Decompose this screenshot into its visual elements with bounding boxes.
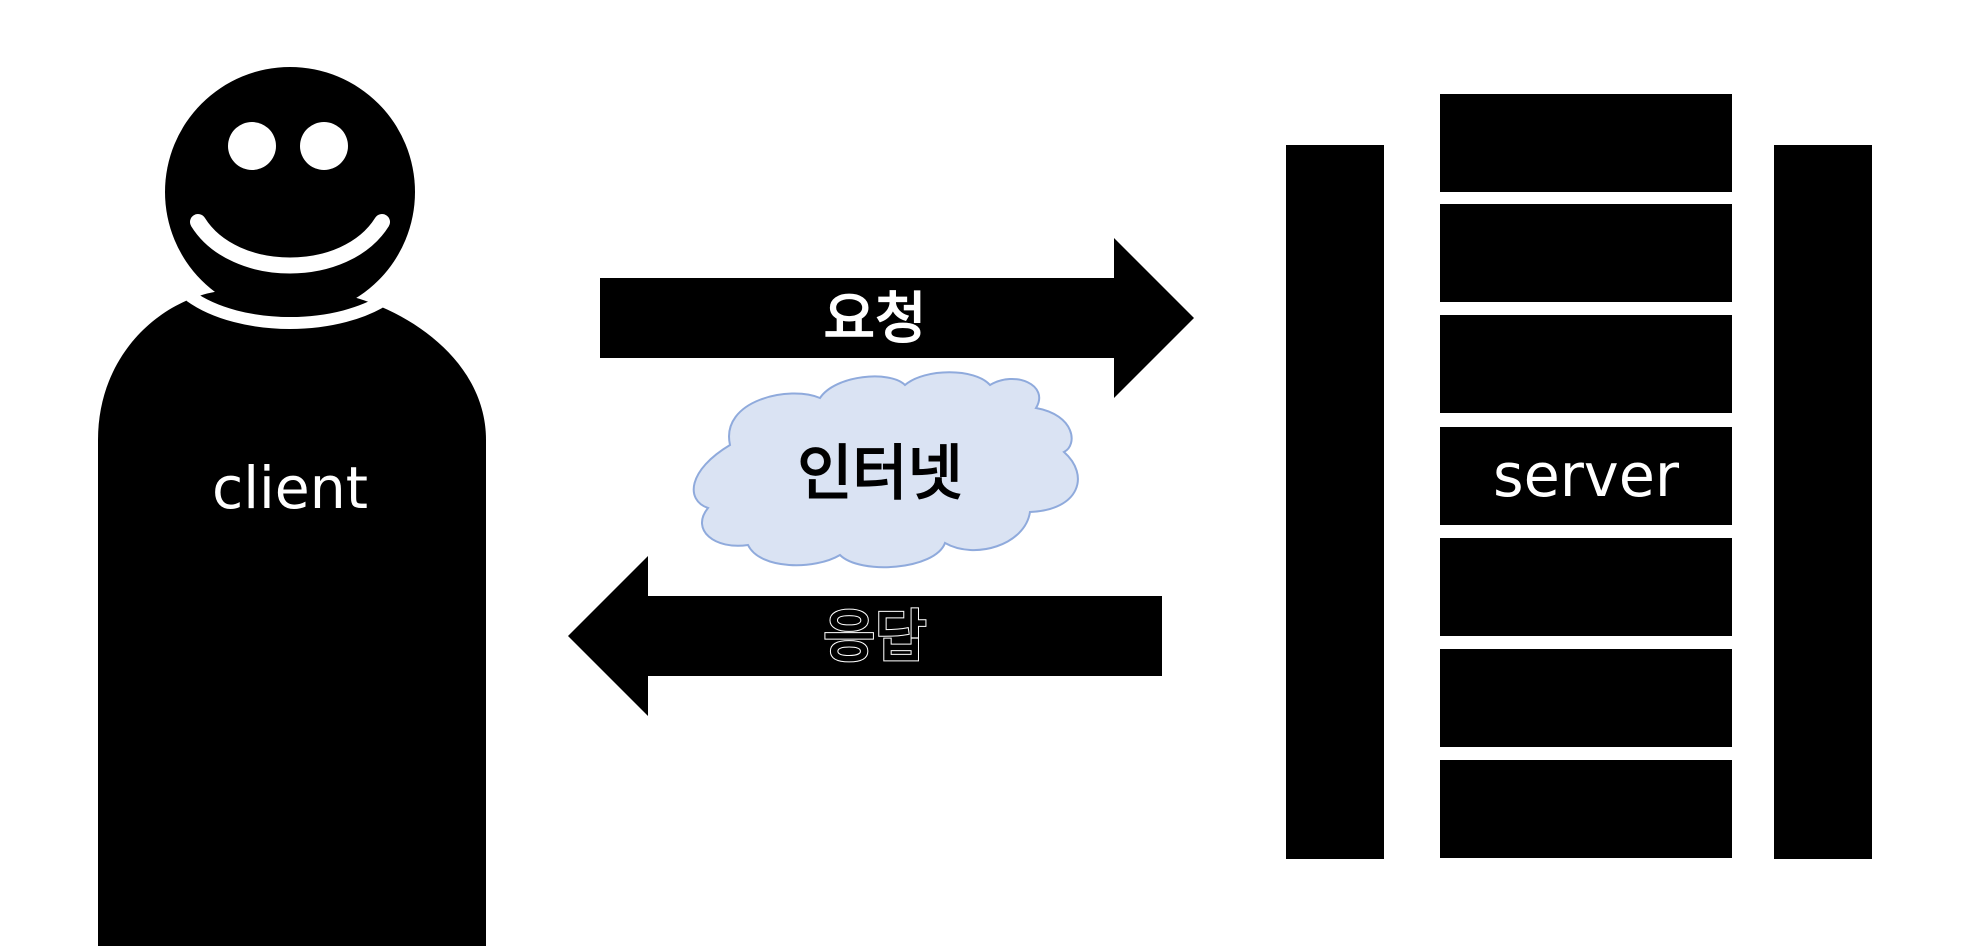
server-label: server xyxy=(1493,441,1679,511)
client-body xyxy=(98,290,486,946)
request-arrow: 요청 xyxy=(600,238,1194,398)
arrow-right-icon xyxy=(600,238,1194,398)
client-neck-gap xyxy=(186,291,394,329)
server-unit-4 xyxy=(1440,427,1732,525)
internet-cloud: 인터넷 xyxy=(692,371,1079,569)
response-arrow: 응답 xyxy=(568,556,1162,716)
server-rack: server xyxy=(1286,94,1872,859)
server-unit-7 xyxy=(1440,760,1732,858)
arrow-left-icon xyxy=(568,556,1162,716)
response-label: 응답 xyxy=(823,605,926,670)
server-right-pillar xyxy=(1774,145,1872,859)
server-unit-3 xyxy=(1440,315,1732,413)
client-label: client xyxy=(212,454,368,522)
server-unit-1 xyxy=(1440,94,1732,192)
smiley-face-icon xyxy=(165,67,415,317)
server-unit-5 xyxy=(1440,538,1732,636)
server-unit-2 xyxy=(1440,204,1732,302)
cloud-icon xyxy=(692,371,1079,569)
request-label: 요청 xyxy=(823,287,926,352)
client-figure: client xyxy=(98,67,486,946)
server-left-pillar xyxy=(1286,145,1384,859)
cloud-label: 인터넷 xyxy=(797,439,963,509)
server-unit-6 xyxy=(1440,649,1732,747)
